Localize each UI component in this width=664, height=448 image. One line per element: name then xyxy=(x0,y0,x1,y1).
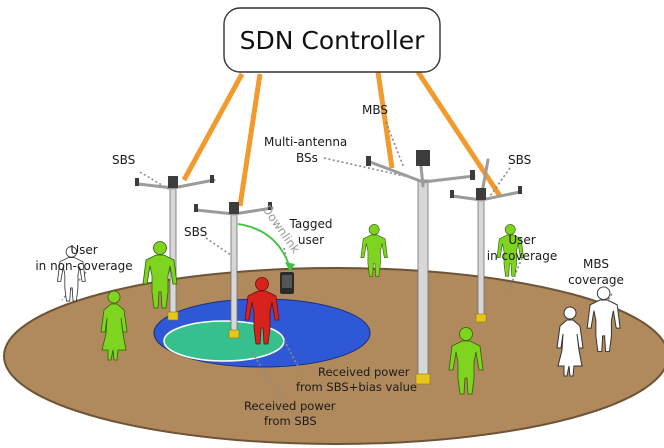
sdn-controller[interactable]: SDN Controller xyxy=(223,7,441,73)
sbs-right-label: SBS xyxy=(508,153,531,167)
received-bias-label-2: from SBS+bias value xyxy=(296,380,417,394)
mbs-tower xyxy=(366,150,476,385)
mbs-coverage-label-1: MBS xyxy=(583,257,609,271)
received-sbs-label-1: Received power xyxy=(244,399,336,413)
received-bias-label-1: Received power xyxy=(318,365,410,379)
received-sbs-label-2: from SBS xyxy=(264,414,317,428)
mbs-label: MBS xyxy=(362,103,388,117)
user-coverage-label-2: in coverage xyxy=(487,249,557,263)
sbs-center-tower xyxy=(194,202,274,339)
sbs-right-tower xyxy=(450,158,522,323)
user-coverage-label-1: User xyxy=(508,233,535,247)
user-non-coverage-label-2: in non-coverage xyxy=(35,259,132,273)
sbs-left-tower xyxy=(135,175,216,321)
sbs-left-label: SBS xyxy=(112,153,135,167)
tagged-user-label-2: user xyxy=(298,233,324,247)
multi-antenna-label-1: Multi-antenna xyxy=(264,135,347,149)
sdn-controller-label: SDN Controller xyxy=(240,26,425,55)
labels: SBS SBS SBS MBS Multi-antenna BSs Tagged… xyxy=(35,103,624,428)
mbs-coverage-label-2: coverage xyxy=(568,273,624,287)
sbs-center-label: SBS xyxy=(184,225,207,239)
user-non-coverage-label-1: User xyxy=(70,243,97,257)
tagged-user-label-1: Tagged xyxy=(289,217,333,231)
phone-icon xyxy=(280,272,294,294)
multi-antenna-label-2: BSs xyxy=(296,151,318,165)
